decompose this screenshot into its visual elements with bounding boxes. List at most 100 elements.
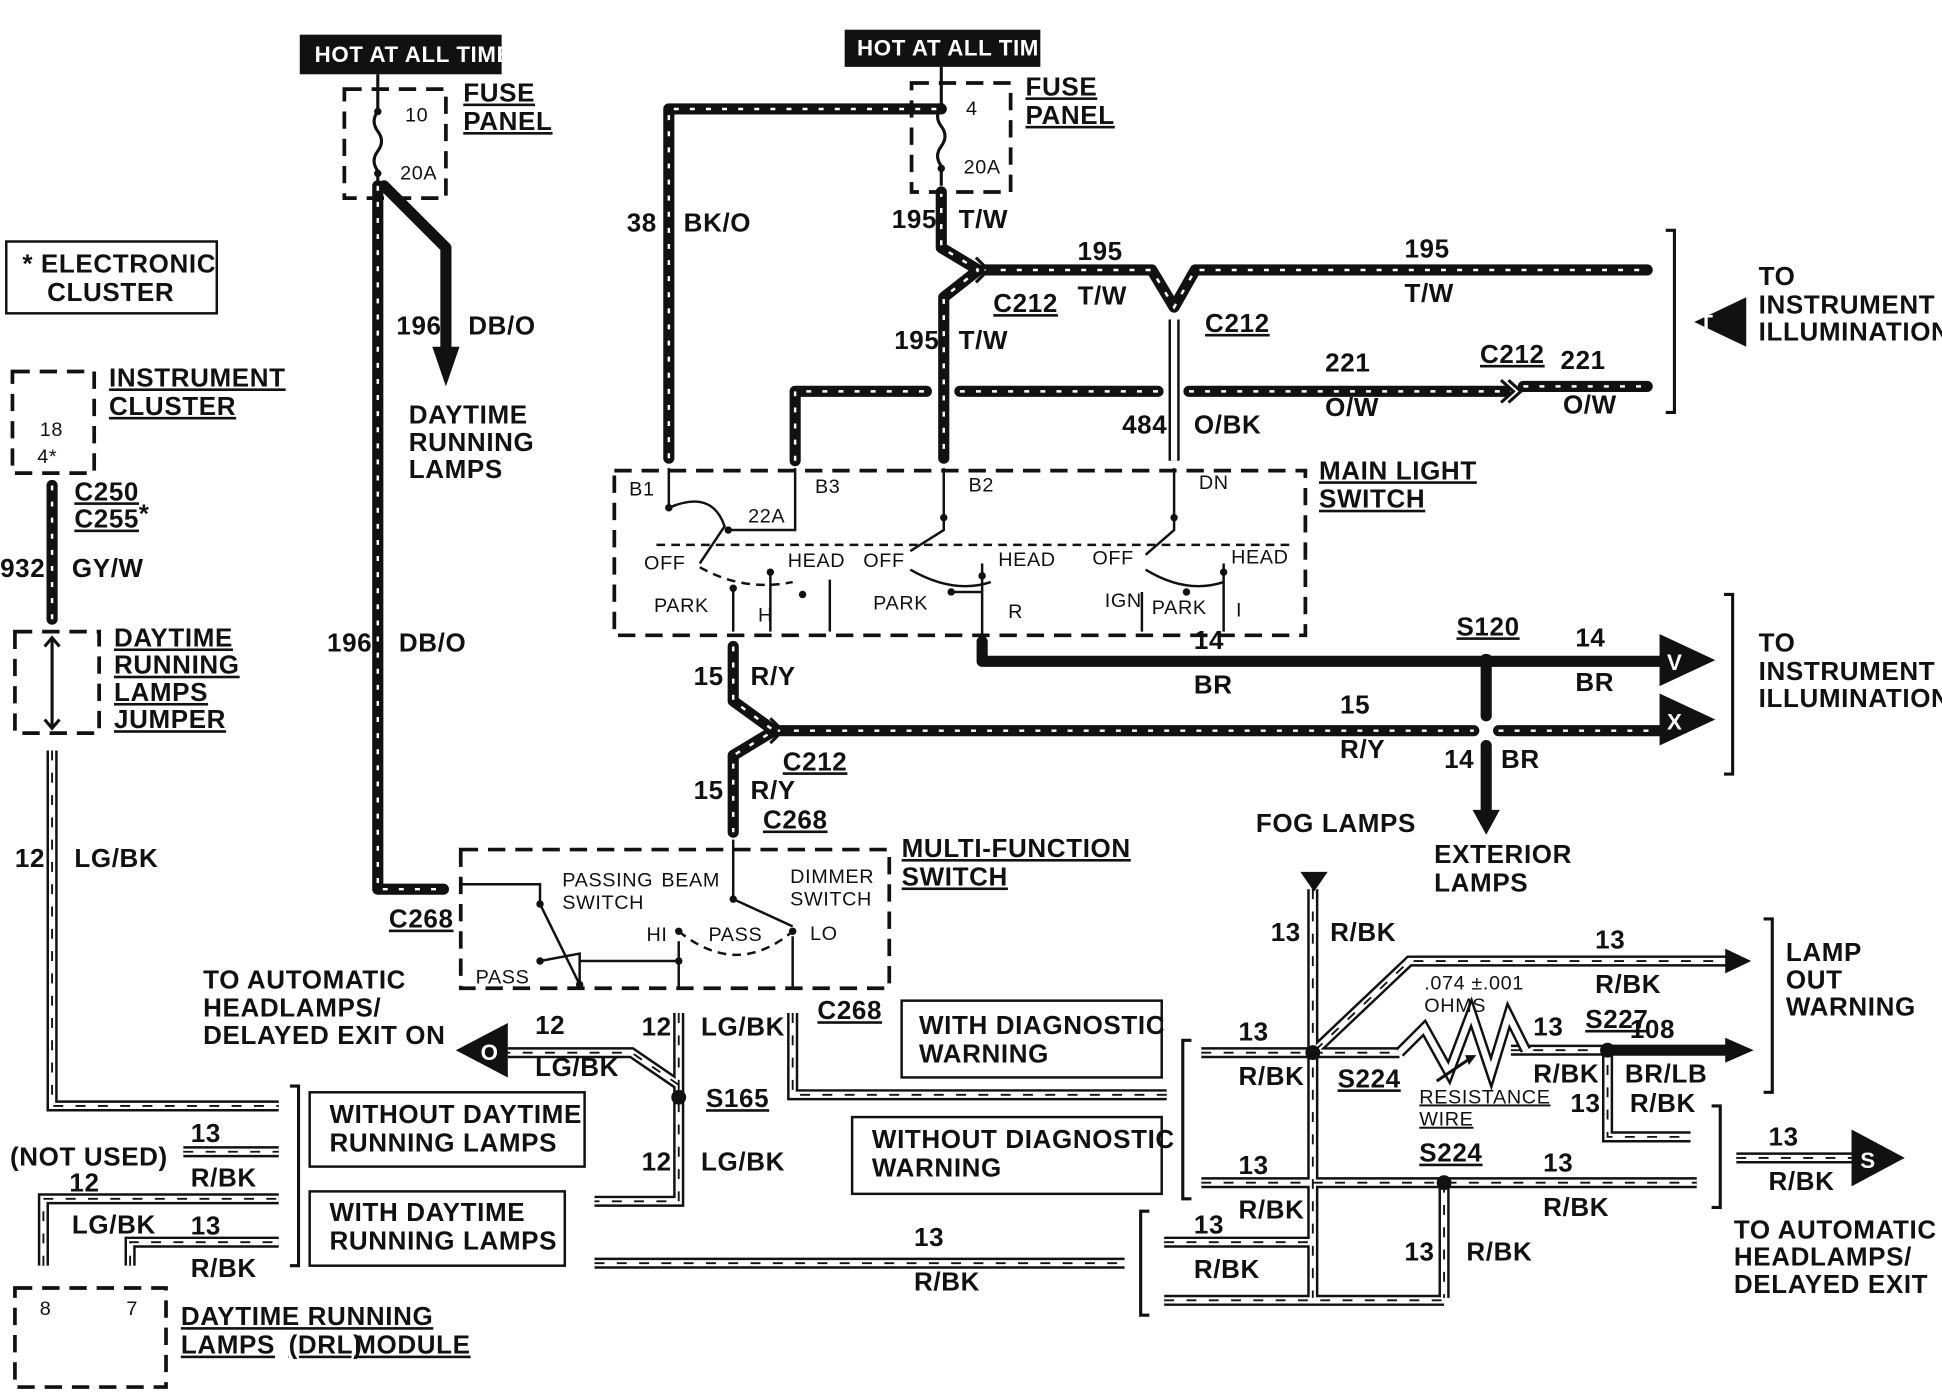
- with-drl-box: [308, 1190, 567, 1267]
- exterior-1: EXTERIOR: [1434, 839, 1572, 869]
- marker-t-shape: [1694, 297, 1747, 347]
- mfs-passing-3: SWITCH: [562, 892, 644, 914]
- marker-x-shape: [1659, 693, 1716, 746]
- mls-b2: B2: [969, 475, 994, 497]
- mls-h: H: [758, 605, 773, 627]
- to-instr-1c: ILLUMINATION: [1759, 317, 1942, 347]
- wire-12d-color: LG/BK: [701, 1146, 785, 1176]
- wire-13h-color: R/BK: [1630, 1088, 1696, 1118]
- wire-196a-color: DB/O: [468, 310, 535, 340]
- fuse-left-rating: 20A: [400, 163, 437, 185]
- wire-13a-num: 13: [191, 1118, 221, 1148]
- drl-output-1: DAYTIME: [409, 400, 528, 430]
- wire-484-num: 484: [1122, 409, 1167, 439]
- splice-s120: [1478, 653, 1494, 669]
- resistance-value-2: OHMS: [1424, 995, 1486, 1017]
- mls-amp: 22A: [748, 506, 785, 528]
- wire-14a-num: 14: [1194, 625, 1224, 655]
- fuse-left-label-1: FUSE: [463, 78, 535, 108]
- mls-ign: IGN: [1105, 590, 1142, 612]
- auto-head-3: DELAYED EXIT ON: [203, 1020, 445, 1050]
- wire-195c-color: T/W: [1078, 281, 1128, 311]
- to-instr-1b: INSTRUMENT: [1759, 289, 1936, 319]
- mfs-pass: PASS: [708, 924, 762, 946]
- wire-12a-num: 12: [15, 843, 45, 873]
- mfs-lo: LO: [810, 923, 838, 945]
- mls-dn: DN: [1199, 472, 1229, 494]
- hot-label-left-text: HOT AT ALL TIMES: [315, 42, 528, 67]
- wire-13e-num: 13: [1595, 925, 1625, 955]
- hot-label-left: [299, 34, 502, 75]
- auto-exit-2: HEADLAMPS/: [1734, 1242, 1912, 1272]
- wire-13m-color: R/BK: [1769, 1166, 1835, 1196]
- mfs-label-2: SWITCH: [902, 861, 1008, 891]
- mfs-dimmer-1: DIMMER: [790, 866, 874, 888]
- drl-jumper-label-2: RUNNING: [114, 650, 240, 680]
- wire-196a-num: 196: [396, 310, 441, 340]
- wire-195a-color: T/W: [959, 204, 1009, 234]
- wire-221a-num: 221: [1325, 348, 1370, 378]
- marker-o-shape: [455, 1022, 508, 1078]
- wire-14a-color: BR: [1194, 670, 1233, 700]
- mfs-pass-2: PASS: [476, 966, 530, 988]
- drl-module-label-2: LAMPS: [181, 1330, 275, 1360]
- mls-i: I: [1236, 600, 1242, 622]
- wire-13l-color: R/BK: [1466, 1237, 1532, 1267]
- with-drl-1: WITH DAYTIME: [329, 1197, 525, 1227]
- without-diag-1: WITHOUT DIAGNOSTIC: [872, 1124, 1175, 1154]
- exterior-2: LAMPS: [1434, 868, 1528, 898]
- splice-s120-label: S120: [1456, 611, 1519, 641]
- arrow-108: [1725, 1037, 1754, 1063]
- wire-14: [976, 635, 1666, 667]
- wire-14c-num: 14: [1444, 744, 1474, 774]
- wire-195a-num: 195: [892, 204, 937, 234]
- mls-head-1: HEAD: [788, 550, 845, 572]
- wire-13l-num: 13: [1404, 1237, 1434, 1267]
- wire-12d-num: 12: [642, 1146, 672, 1176]
- wire-14c-color: BR: [1501, 744, 1540, 774]
- mls-r: R: [1008, 601, 1023, 623]
- wire-12b-num: 12: [535, 1010, 565, 1040]
- not-used: (NOT USED): [10, 1141, 168, 1171]
- without-drl-1: WITHOUT DAYTIME: [329, 1099, 581, 1129]
- hot-label-right: [844, 29, 1041, 67]
- wire-13c-color: R/BK: [914, 1266, 980, 1296]
- marker-o: O: [481, 1040, 499, 1065]
- to-instr-2b: INSTRUMENT: [1759, 656, 1936, 686]
- instrument-cluster-box: [10, 369, 97, 475]
- wire-14b-num: 14: [1575, 622, 1605, 652]
- conn-c212-d: C212: [783, 746, 848, 776]
- mfs-passing-2: BEAM: [661, 870, 720, 892]
- electronic-cluster-note: [5, 240, 219, 315]
- auto-exit-3: DELAYED EXIT: [1734, 1269, 1928, 1299]
- wire-195c-num: 195: [1078, 236, 1123, 266]
- fuse-right-number: 4: [966, 98, 978, 120]
- wire-12c-num: 12: [642, 1011, 672, 1041]
- drl-output-2: RUNNING: [409, 427, 535, 457]
- mls-label-1: MAIN LIGHT: [1319, 455, 1477, 485]
- to-instr-1a: TO: [1759, 261, 1796, 291]
- drl-jumper-label-4: JUMPER: [114, 704, 226, 734]
- mfs-hi: HI: [647, 924, 668, 946]
- wire-13k-color: R/BK: [1194, 1254, 1260, 1284]
- with-diag-2: WARNING: [919, 1039, 1049, 1069]
- wire-38: [663, 103, 947, 464]
- note-line-1: * ELECTRONIC: [22, 248, 216, 278]
- splice-s165-label: S165: [706, 1083, 769, 1113]
- wire-195d-num: 195: [1404, 234, 1449, 264]
- mls-off-1: OFF: [644, 553, 685, 575]
- cluster-label-2: CLUSTER: [109, 391, 236, 421]
- wire-196b-color: DB/O: [399, 627, 466, 657]
- black-wires: [46, 103, 1754, 1063]
- wire-14b-color: BR: [1575, 667, 1614, 697]
- auto-exit-1: TO AUTOMATIC: [1734, 1214, 1937, 1244]
- conn-star: *: [139, 499, 150, 529]
- wire-13b-color: R/BK: [191, 1253, 257, 1283]
- fuse-right-label-2: PANEL: [1025, 100, 1114, 130]
- wire-195b-num: 195: [894, 325, 939, 355]
- wire-13d-color: R/BK: [1330, 917, 1396, 947]
- without-drl-box: [308, 1091, 586, 1168]
- main-light-switch-box: [612, 468, 1308, 638]
- wire-13m-num: 13: [1769, 1122, 1799, 1152]
- mls-park-3: PARK: [1152, 597, 1207, 619]
